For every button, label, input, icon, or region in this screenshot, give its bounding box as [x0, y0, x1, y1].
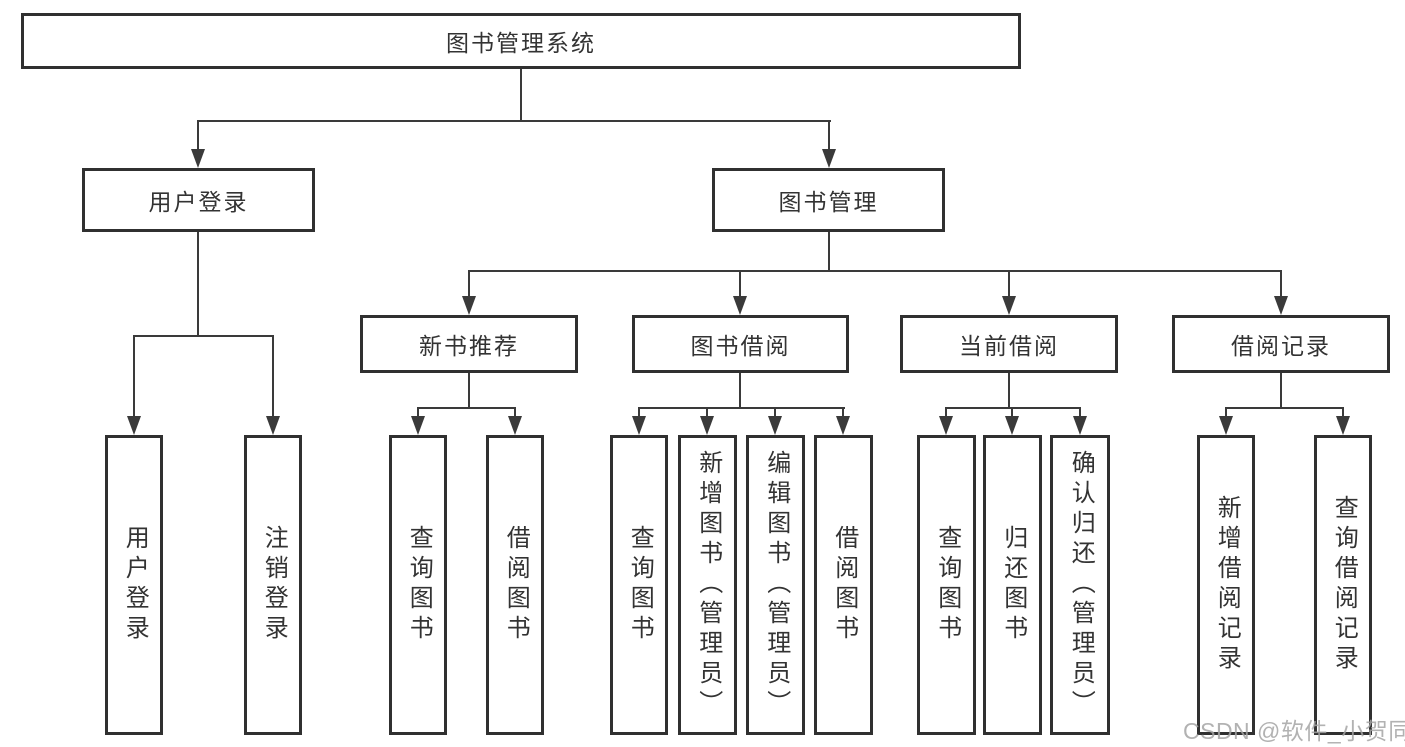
arrow-down-icon [1073, 416, 1087, 435]
node-new-book-recommend-label: 新书推荐 [419, 333, 519, 359]
leaf-borrow-books-1: 借阅图书 [486, 435, 544, 735]
arrow-down-icon [1274, 296, 1288, 315]
leaf-query-books-1-label: 查询图书 [405, 525, 433, 645]
arrow-down-icon [700, 416, 714, 435]
node-book-borrow: 图书借阅 [632, 315, 849, 373]
connector-line [197, 120, 199, 152]
arrow-down-icon [1005, 416, 1019, 435]
leaf-user-login: 用户登录 [105, 435, 163, 735]
arrow-down-icon [411, 416, 425, 435]
connector-line [1280, 373, 1282, 409]
node-library-system: 图书管理系统 [21, 13, 1021, 69]
connector-line [638, 407, 845, 409]
node-book-management-label: 图书管理 [778, 189, 879, 215]
node-borrow-records: 借阅记录 [1172, 315, 1390, 373]
connector-line [1225, 407, 1344, 409]
connector-line [514, 407, 516, 419]
node-user-login-label: 用户登录 [148, 189, 249, 215]
arrow-down-icon [191, 149, 205, 168]
leaf-return-books: 归还图书 [983, 435, 1042, 735]
leaf-borrow-books-2-label: 借阅图书 [830, 525, 858, 645]
leaf-user-login-label: 用户登录 [121, 525, 149, 645]
arrow-down-icon [939, 416, 953, 435]
node-library-system-label: 图书管理系统 [446, 30, 596, 56]
connector-line [417, 407, 419, 419]
connector-line [133, 335, 274, 337]
connector-line [197, 120, 831, 122]
connector-line [1008, 373, 1010, 409]
connector-line [706, 407, 708, 419]
leaf-borrow-books-1-label: 借阅图书 [502, 525, 530, 645]
leaf-query-borrow-record-label: 查询借阅记录 [1330, 495, 1358, 675]
leaf-logout: 注销登录 [244, 435, 302, 735]
node-user-login: 用户登录 [82, 168, 315, 232]
leaf-add-books-admin-label: 新增图书（管理员） [694, 450, 722, 720]
connector-line [468, 373, 470, 409]
leaf-add-borrow-record: 新增借阅记录 [1197, 435, 1255, 735]
arrow-down-icon [1002, 296, 1016, 315]
arrow-down-icon [733, 296, 747, 315]
connector-line [945, 407, 947, 419]
connector-line [739, 270, 741, 298]
leaf-return-books-label: 归还图书 [999, 525, 1027, 645]
connector-line [1008, 270, 1010, 298]
leaf-query-books-3: 查询图书 [917, 435, 976, 735]
connector-line [828, 232, 830, 272]
node-current-borrow-label: 当前借阅 [959, 333, 1059, 359]
arrow-down-icon [266, 416, 280, 435]
connector-line [739, 373, 741, 409]
arrow-down-icon [632, 416, 646, 435]
connector-line [1225, 407, 1227, 419]
connector-line [1280, 270, 1282, 298]
connector-line [468, 270, 1282, 272]
arrow-down-icon [1219, 416, 1233, 435]
leaf-query-books-3-label: 查询图书 [933, 525, 961, 645]
connector-line [945, 407, 1081, 409]
csdn-watermark: CSDN @软件_小贺同学 [1183, 718, 1405, 744]
node-current-borrow: 当前借阅 [900, 315, 1118, 373]
connector-line [468, 270, 470, 298]
connector-line [774, 407, 776, 419]
connector-line [133, 335, 135, 419]
leaf-query-borrow-record: 查询借阅记录 [1314, 435, 1372, 735]
leaf-logout-label: 注销登录 [260, 525, 288, 645]
arrow-down-icon [508, 416, 522, 435]
connector-line [1079, 407, 1081, 419]
leaf-borrow-books-2: 借阅图书 [814, 435, 873, 735]
node-borrow-records-label: 借阅记录 [1231, 333, 1331, 359]
leaf-query-books-2: 查询图书 [610, 435, 668, 735]
leaf-query-books-2-label: 查询图书 [626, 525, 654, 645]
arrow-down-icon [1336, 416, 1350, 435]
leaf-add-books-admin: 新增图书（管理员） [678, 435, 737, 735]
arrow-down-icon [768, 416, 782, 435]
connector-line [272, 335, 274, 419]
arrow-down-icon [822, 149, 836, 168]
leaf-confirm-return-admin: 确认归还（管理员） [1050, 435, 1110, 735]
node-book-borrow-label: 图书借阅 [690, 333, 791, 359]
leaf-confirm-return-admin-label: 确认归还（管理员） [1067, 450, 1095, 720]
arrow-down-icon [462, 296, 476, 315]
node-book-management: 图书管理 [712, 168, 945, 232]
leaf-add-borrow-record-label: 新增借阅记录 [1213, 495, 1241, 675]
arrow-down-icon [127, 416, 141, 435]
connector-line [417, 407, 516, 409]
leaf-edit-books-admin-label: 编辑图书（管理员） [762, 450, 790, 720]
leaf-edit-books-admin: 编辑图书（管理员） [746, 435, 805, 735]
connector-line [1342, 407, 1344, 419]
leaf-query-books-1: 查询图书 [389, 435, 447, 735]
connector-line [520, 69, 522, 122]
connector-line [1011, 407, 1013, 419]
connector-line [197, 232, 199, 337]
arrow-down-icon [836, 416, 850, 435]
connector-line [638, 407, 640, 419]
node-new-book-recommend: 新书推荐 [360, 315, 578, 373]
connector-line [842, 407, 844, 419]
connector-line [828, 120, 830, 152]
